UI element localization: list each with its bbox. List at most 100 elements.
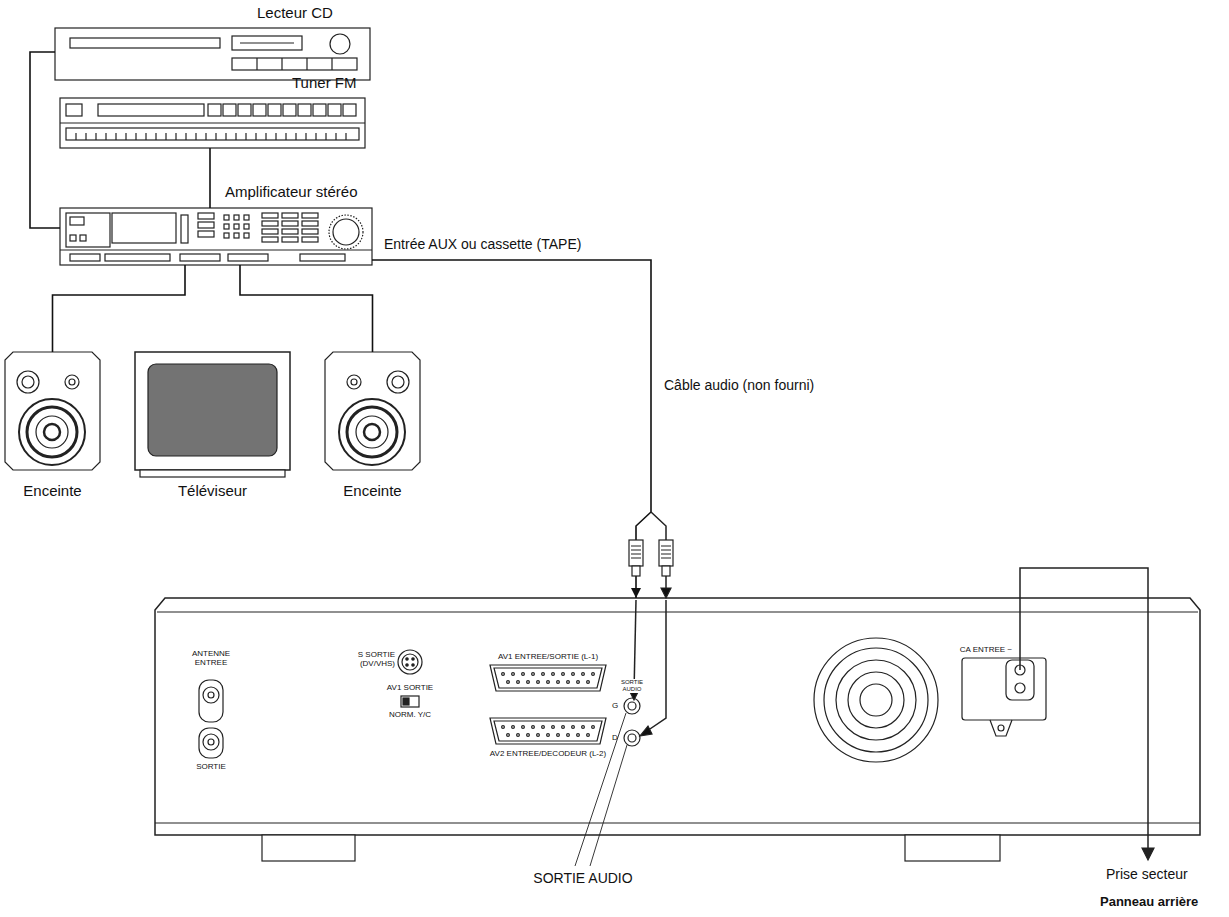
scart-connector bbox=[522, 726, 525, 729]
fm-tuner bbox=[343, 104, 356, 116]
stereo-amplifier bbox=[329, 215, 363, 249]
stereo-amplifier bbox=[60, 249, 372, 250]
vcr-rear-panel bbox=[155, 598, 1200, 861]
speaker bbox=[351, 379, 357, 385]
fm-tuner bbox=[145, 133, 146, 140]
cd-player bbox=[55, 28, 370, 80]
scart-connector bbox=[547, 734, 550, 737]
stereo-amplifier bbox=[234, 233, 239, 238]
fm-tuner bbox=[60, 98, 365, 148]
device-label: Lecteur CD bbox=[257, 4, 333, 21]
scart-connector bbox=[517, 681, 520, 684]
television bbox=[135, 352, 290, 477]
fm-tuner bbox=[285, 133, 286, 140]
fm-tuner bbox=[305, 133, 306, 140]
cd-player bbox=[232, 36, 302, 50]
cooling-fan bbox=[814, 638, 938, 762]
rear-panel: Panneau arrière bbox=[155, 598, 1200, 835]
fm-tuner bbox=[105, 133, 106, 140]
stereo-amplifier bbox=[70, 217, 84, 225]
fm-tuner bbox=[255, 133, 256, 140]
scart-connector bbox=[532, 726, 535, 729]
audio-jack bbox=[624, 730, 640, 746]
scart-connector bbox=[537, 681, 540, 684]
scart-connector bbox=[592, 673, 595, 676]
scart-connector bbox=[542, 726, 545, 729]
television bbox=[135, 352, 290, 470]
fm-tuner bbox=[328, 104, 341, 116]
rca-plug bbox=[632, 566, 640, 576]
fm-tuner bbox=[235, 133, 236, 140]
stereo-amplifier bbox=[282, 221, 298, 226]
fm-tuner bbox=[66, 128, 359, 140]
s-video-jack bbox=[406, 664, 408, 666]
scart-connector bbox=[490, 718, 606, 744]
connection-wire bbox=[30, 52, 60, 228]
scart-connector bbox=[572, 673, 575, 676]
fm-tuner bbox=[185, 133, 186, 140]
device-box: Enceinte bbox=[325, 352, 420, 470]
fm-tuner bbox=[85, 133, 86, 140]
power-cord bbox=[1020, 568, 1148, 850]
vcr-rear-panel bbox=[262, 835, 355, 861]
scart-connector bbox=[552, 673, 555, 676]
ac-inlet bbox=[998, 725, 1004, 731]
plug-label: Prise secteur bbox=[1106, 866, 1188, 882]
scart-connector bbox=[502, 673, 505, 676]
scart-connector bbox=[522, 673, 525, 676]
speaker bbox=[392, 376, 404, 388]
fm-tuner bbox=[325, 133, 326, 140]
audio-cable bbox=[372, 260, 651, 598]
scart-connector bbox=[587, 734, 590, 737]
cd-player bbox=[55, 28, 370, 80]
rca-plug bbox=[661, 546, 671, 558]
fm-tuner bbox=[76, 133, 346, 140]
stereo-amplifier bbox=[70, 235, 76, 241]
fm-tuner bbox=[298, 104, 311, 116]
stereo-amplifier bbox=[302, 237, 318, 242]
scart-connector bbox=[592, 726, 595, 729]
s-video-jack bbox=[412, 664, 414, 666]
ac-inlet bbox=[962, 658, 1046, 720]
speaker bbox=[27, 407, 77, 457]
stereo-amplifier bbox=[224, 233, 229, 238]
vcr-rear-panel bbox=[155, 612, 1200, 823]
scart-connector bbox=[494, 668, 602, 688]
rca-plug bbox=[662, 566, 670, 576]
device-label: Amplificateur stéréo bbox=[225, 183, 358, 200]
speaker bbox=[364, 424, 380, 440]
plug-arrow bbox=[640, 726, 652, 736]
fm-tuner bbox=[155, 133, 156, 140]
stereo-amplifier bbox=[224, 224, 229, 229]
stereo-amplifier bbox=[198, 231, 214, 237]
cd-player bbox=[330, 34, 350, 54]
stereo-amplifier bbox=[198, 213, 214, 219]
fm-tuner bbox=[345, 133, 346, 140]
device-label: Tuner FM bbox=[292, 74, 356, 91]
fm-tuner bbox=[208, 104, 356, 116]
device-label: Panneau arrière bbox=[1100, 895, 1198, 910]
scart-connector bbox=[582, 726, 585, 729]
stereo-amplifier bbox=[244, 215, 249, 220]
switch-label: NORM. Y/C bbox=[375, 710, 445, 719]
cable-label: Câble audio (non fourni) bbox=[664, 377, 814, 393]
stereo-amplifier bbox=[60, 208, 372, 265]
stereo-amplifier bbox=[234, 215, 239, 220]
fm-tuner bbox=[205, 133, 206, 140]
scart-connector bbox=[490, 665, 606, 691]
output-switch bbox=[403, 698, 409, 705]
stereo-amplifier bbox=[224, 215, 229, 220]
scart-connector bbox=[512, 726, 515, 729]
rca-plug bbox=[659, 540, 673, 566]
stereo-amplifier bbox=[282, 213, 298, 218]
scart-connector bbox=[557, 681, 560, 684]
scart-connector bbox=[532, 673, 535, 676]
input-label: Entrée AUX ou cassette (TAPE) bbox=[384, 236, 581, 252]
stereo-amplifier bbox=[60, 208, 372, 265]
fm-tuner bbox=[335, 133, 336, 140]
stereo-amplifier bbox=[181, 215, 188, 243]
